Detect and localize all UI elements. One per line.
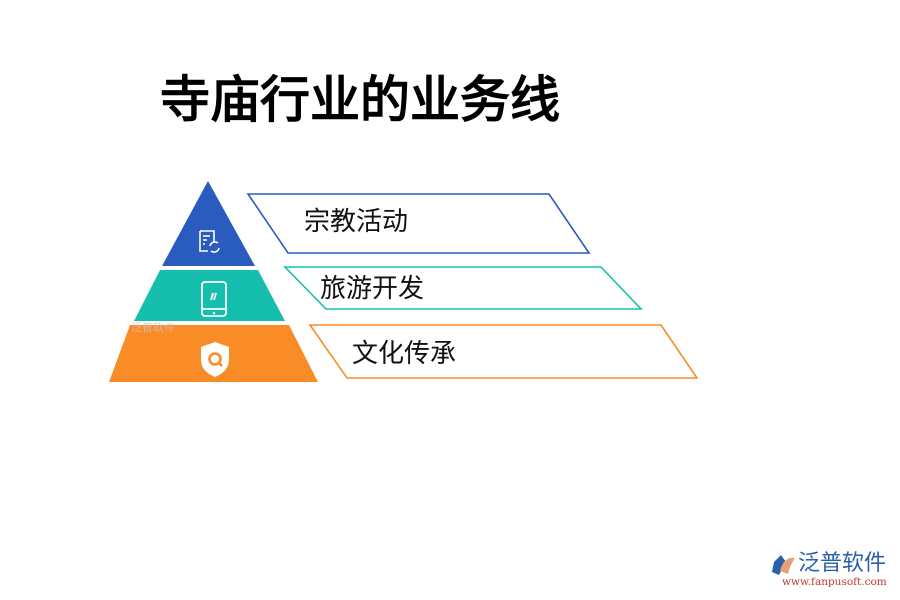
page-title: 寺庙行业的业务线: [160, 71, 560, 129]
logo-name: 泛普软件: [798, 551, 887, 576]
tablet-icon: [201, 281, 227, 317]
shield-search-icon: [201, 342, 229, 377]
watermark: 泛普软件: [131, 321, 175, 334]
level-3-label: 文化传承: [352, 339, 457, 369]
label-box-2: [283, 266, 643, 310]
label-box-1: [246, 193, 591, 254]
brand-logo: 泛普软件 www.fanpusoft.com: [768, 552, 898, 592]
fanpu-logo-icon: [772, 555, 795, 575]
document-refresh-icon: [199, 230, 220, 253]
level-2-label: 旅游开发: [320, 274, 425, 304]
logo-url: www.fanpusoft.com: [782, 576, 887, 588]
pyramid-level-1: [162, 181, 255, 266]
pyramid-level-2: [134, 270, 285, 321]
level-1-label: 宗教活动: [304, 207, 409, 237]
label-box-3: [308, 324, 699, 379]
